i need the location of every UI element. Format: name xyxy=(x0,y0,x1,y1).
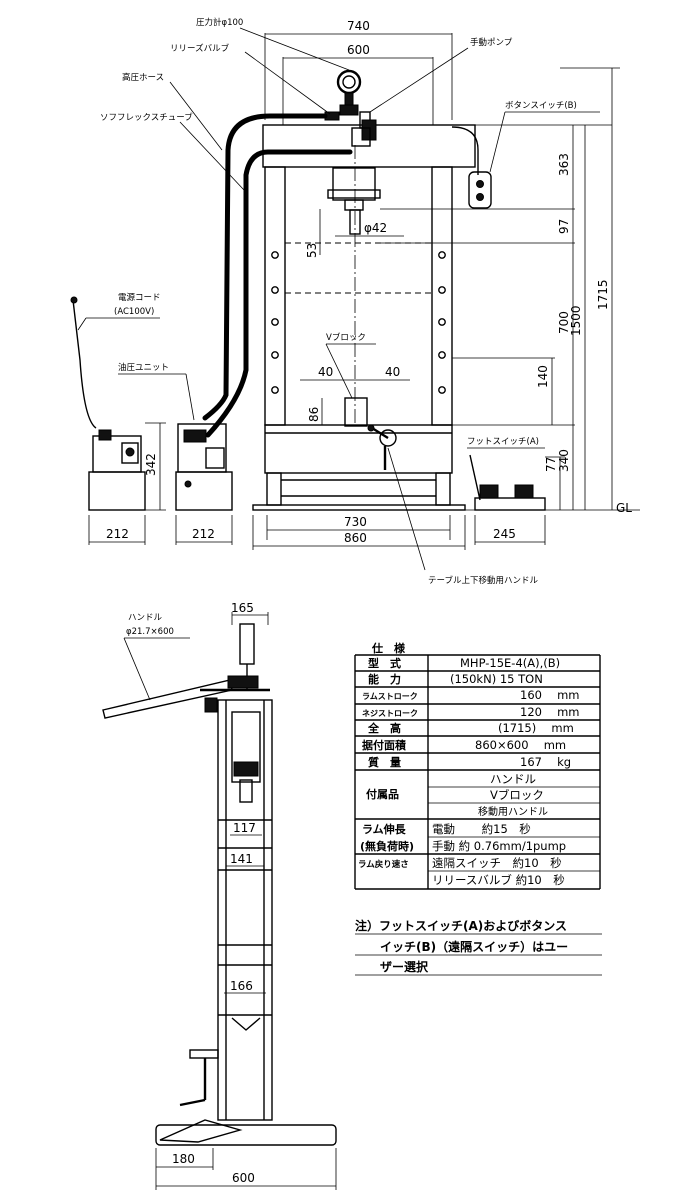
label-release-valve: リリーズバルブ xyxy=(170,43,230,54)
dim-40-right: 40 xyxy=(385,365,400,379)
note-line-1: 注）フットスイッチ(A)およびボタンス xyxy=(355,918,567,933)
pressure-gauge xyxy=(336,69,362,95)
dim-97: 97 xyxy=(557,219,571,234)
spec-accessories-label: 付属品 xyxy=(366,787,399,801)
spec-ram-ext-label2: (無負荷時) xyxy=(360,839,414,853)
table-handle xyxy=(379,429,397,447)
dim-740: 740 xyxy=(347,19,370,33)
hand-pump xyxy=(361,119,377,141)
button-switch-cable xyxy=(451,126,479,175)
base-plate xyxy=(252,504,466,511)
flex-tube xyxy=(205,149,353,438)
dim-700: 700 xyxy=(557,311,571,334)
spec-label-3: ネジストローク xyxy=(362,708,418,718)
column-holes xyxy=(271,251,446,394)
dim-166: 166 xyxy=(230,979,253,993)
note-line-3: ザー選択 xyxy=(380,959,429,974)
dim-1715: 1715 xyxy=(596,279,610,310)
spec-value-3: 120 mm xyxy=(520,705,580,719)
label-power-cord: 電源コード xyxy=(118,293,161,303)
side-view: 165 117 141 xyxy=(102,601,337,1190)
dim-77: 77 xyxy=(544,457,558,472)
bolster-table xyxy=(264,424,453,474)
note: 注）フットスイッチ(A)およびボタンス イッチ(B)（遠隔スイッチ）はユー ザー… xyxy=(355,918,602,976)
spec-ram-ext-manual: 手動 約 0.76mm/1pump xyxy=(432,839,566,853)
spec-label-0: 型 式 xyxy=(368,656,401,670)
spec-ram-return-label: ラム戻り速さ xyxy=(358,859,409,870)
dim-730: 730 xyxy=(344,515,367,529)
spec-ram-ext-electric: 電動 約15 秒 xyxy=(432,822,531,836)
dim-212-left: 212 xyxy=(106,527,129,541)
dim-212-right: 212 xyxy=(192,527,215,541)
label-button-switch: ボタンスイッチ(B) xyxy=(505,101,577,111)
button-switch-pendant xyxy=(468,171,492,209)
high-pressure-hose xyxy=(202,113,328,421)
spec-accessory-1: Vブロック xyxy=(490,788,544,802)
label-handle-spec: φ21.7×600 xyxy=(126,627,174,637)
spec-ram-return-release: リリースバルブ 約10 秒 xyxy=(432,873,565,887)
label-table-handle: テーブル上下移動用ハンドル xyxy=(428,575,538,586)
dim-53: 53 xyxy=(305,243,319,258)
side-column xyxy=(217,699,273,1121)
spec-title: 仕 様 xyxy=(371,641,406,655)
dim-342: 342 xyxy=(144,453,158,476)
spec-label-5: 据付面積 xyxy=(362,738,407,752)
label-hand-pump: 手動ポンプ xyxy=(470,37,513,48)
label-flex-tube: ソフフレックスチューブ xyxy=(100,112,193,123)
dim-phi42: φ42 xyxy=(364,221,387,235)
dim-340: 340 xyxy=(557,449,571,472)
dim-140: 140 xyxy=(536,365,550,388)
spec-value-6: 167 kg xyxy=(520,755,571,769)
power-cord-line xyxy=(72,299,97,429)
spec-accessory-2: 移動用ハンドル xyxy=(478,805,548,818)
dim-117: 117 xyxy=(233,821,256,835)
spec-value-1: (150kN) 15 TON xyxy=(450,672,543,686)
label-high-pressure-hose: 高圧ホース xyxy=(122,72,164,83)
spec-label-6: 質 量 xyxy=(368,755,401,769)
v-block xyxy=(344,397,368,427)
label-pressure-gauge: 圧力計φ100 xyxy=(196,17,243,28)
label-hydraulic-unit: 油圧ユニット xyxy=(118,362,169,373)
side-base xyxy=(155,1124,337,1146)
dim-245: 245 xyxy=(493,527,516,541)
dim-1500: 1500 xyxy=(569,305,583,336)
label-v-block: Vブロック xyxy=(326,332,366,343)
spec-label-2: ラムストローク xyxy=(362,691,418,701)
dim-860: 860 xyxy=(344,531,367,545)
label-foot-switch: フットスイッチ(A) xyxy=(467,437,539,447)
label-power-cord-spec: (AC100V) xyxy=(114,307,154,317)
dim-363: 363 xyxy=(557,153,571,176)
front-view: 740 600 xyxy=(70,17,640,586)
hydraulic-unit-right xyxy=(175,423,233,511)
ram-cylinder xyxy=(332,167,376,201)
dim-141: 141 xyxy=(230,852,253,866)
spec-value-5: 860×600 mm xyxy=(475,738,566,752)
spec-label-1: 能 力 xyxy=(368,672,401,686)
spec-ram-ext-label1: ラム伸長 xyxy=(362,822,407,836)
label-handle: ハンドル xyxy=(128,613,163,623)
spec-ram-return-remote: 遠隔スイッチ 約10 秒 xyxy=(432,856,562,870)
spec-value-2: 160 mm xyxy=(520,688,580,702)
foot-switch xyxy=(469,454,546,511)
dim-600: 600 xyxy=(347,43,370,57)
dim-180: 180 xyxy=(172,1152,195,1166)
spec-accessory-0: ハンドル xyxy=(490,772,536,786)
spec-table: 仕 様 型 式 MHP-15E-4(A),(B) 能 力 (150kN) 15 … xyxy=(354,641,601,890)
dim-40-left: 40 xyxy=(318,365,333,379)
dim-600-side: 600 xyxy=(232,1171,255,1185)
ground-line-label: GL xyxy=(616,501,632,515)
dim-86: 86 xyxy=(307,407,321,422)
dim-165: 165 xyxy=(231,601,254,615)
hydraulic-unit-left xyxy=(88,429,146,511)
spec-label-4: 全 高 xyxy=(367,721,401,735)
spec-value-4: (1715) mm xyxy=(498,721,574,735)
spec-value-0: MHP-15E-4(A),(B) xyxy=(460,656,560,670)
note-line-2: イッチ(B)（遠隔スイッチ）はユー xyxy=(380,939,568,954)
